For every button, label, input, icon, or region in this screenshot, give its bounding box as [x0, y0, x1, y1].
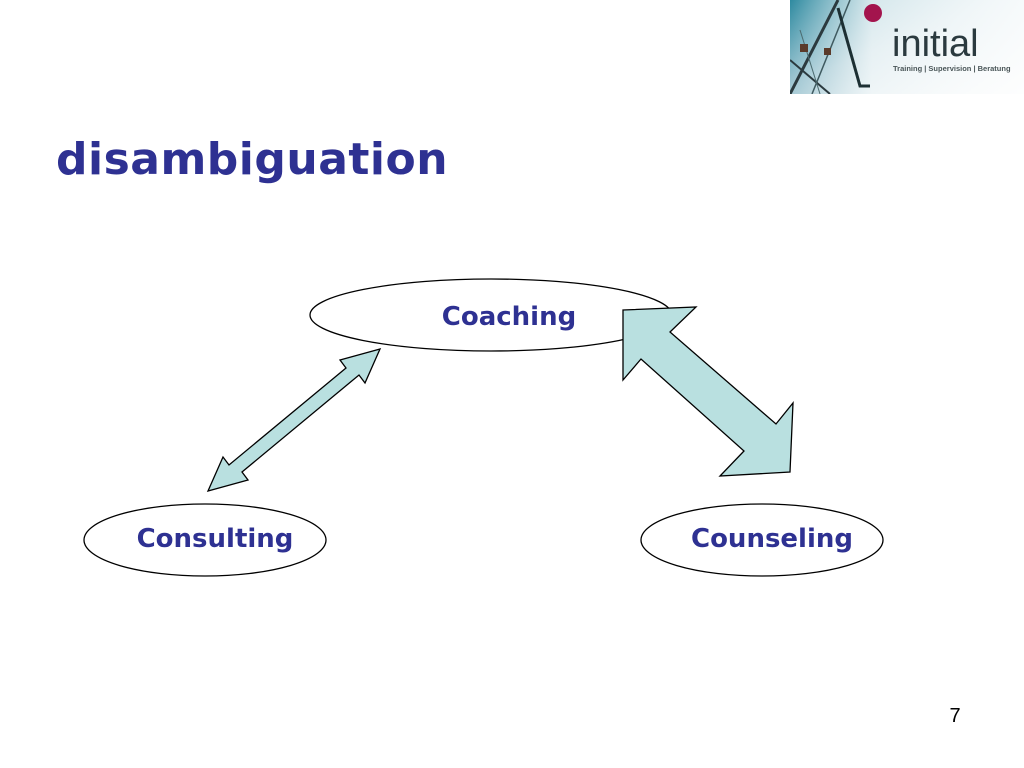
page-number: 7: [949, 705, 961, 727]
counseling-label: Counseling: [691, 524, 853, 554]
consulting-label: Consulting: [137, 524, 294, 554]
coaching-label: Coaching: [442, 302, 576, 332]
logo-tagline: Training | Supervision | Beratung: [893, 64, 1011, 73]
consulting-node: [83, 503, 327, 577]
counseling-node: [640, 503, 884, 577]
coaching-counseling-arrow: [622, 306, 794, 477]
logo-wordmark: initial: [892, 23, 979, 65]
slide-title: disambiguation: [56, 134, 449, 185]
initial-logo: initial Training | Supervision | Beratun…: [790, 0, 1024, 94]
consulting-coaching-arrow: [206, 348, 382, 492]
logo-accent-dot: [864, 4, 882, 22]
logo-graphic: initial Training | Supervision | Beratun…: [790, 0, 1024, 94]
